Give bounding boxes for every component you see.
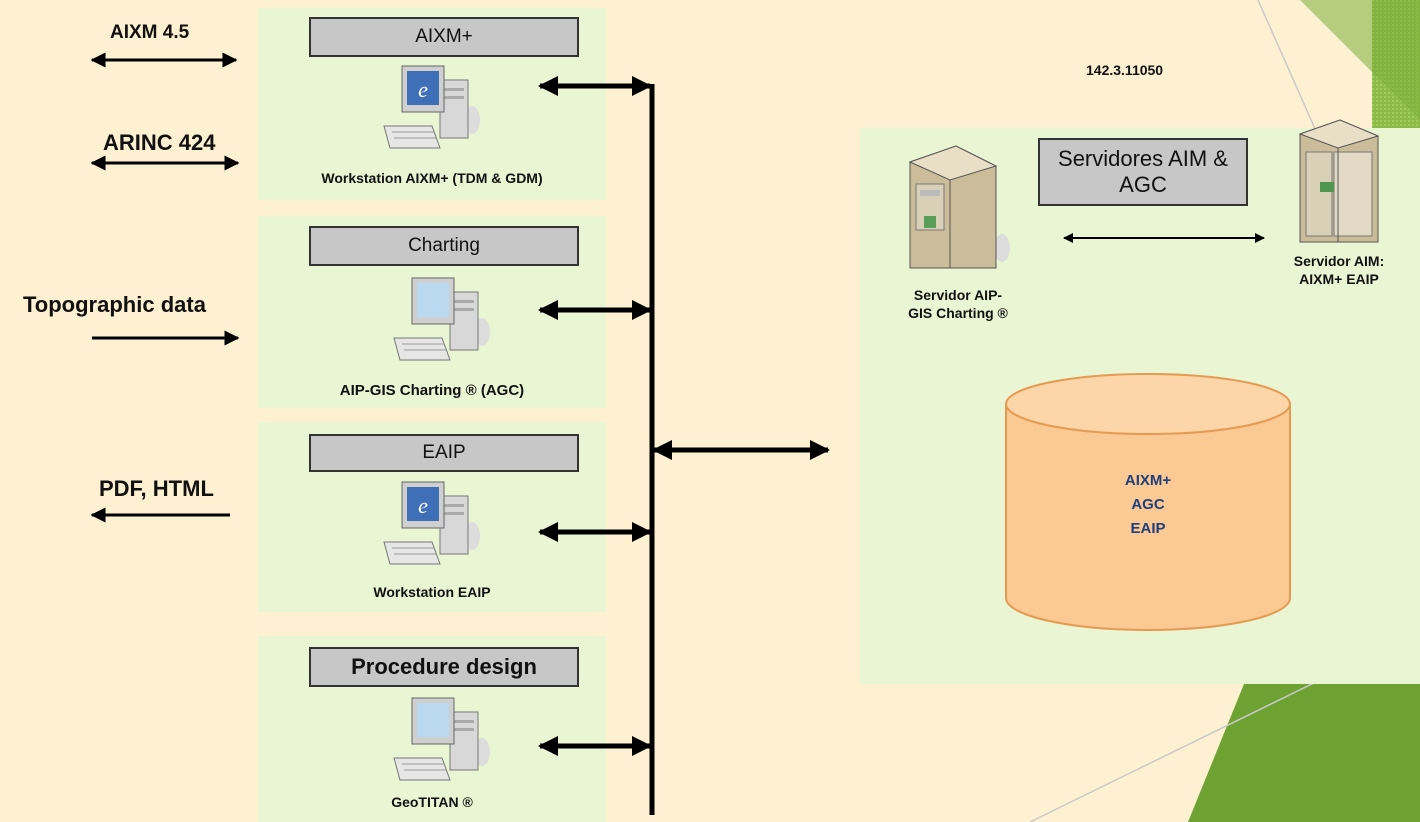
database-label-aixm: AIXM+ (1124, 472, 1172, 489)
svg-text:e: e (418, 493, 428, 518)
label-pdf-html: PDF, HTML (99, 476, 214, 501)
svg-text:e: e (418, 77, 428, 102)
caption-server-aip-gis: Servidor AIP-GIS Charting ® (908, 287, 1008, 321)
caption-aip-gis-charting: AIP-GIS Charting ® (AGC) (339, 382, 525, 399)
server-tower-icon (1298, 119, 1380, 243)
caption-workstation-aixm: Workstation AIXM+ (TDM & GDM) (321, 170, 543, 186)
header-aixm: AIXM+ (309, 17, 579, 57)
caption-workstation-eaip: Workstation EAIP (373, 584, 491, 600)
workstation-computer-icon (393, 697, 490, 781)
header-charting: Charting (309, 226, 579, 266)
workstation-computer-icon (393, 277, 490, 361)
ip-address: 142.3.11050 (1086, 62, 1164, 78)
server-tower-icon (908, 145, 1010, 269)
workstation-computer-icon: e (383, 65, 480, 149)
caption-server-aim: Servidor AIM: AIXM+ EAIP (1293, 253, 1385, 287)
label-topographic-data: Topographic data (23, 292, 206, 317)
label-arinc-424: ARINC 424 (103, 130, 216, 155)
servers-title-box: Servidores AIM & AGC (1038, 138, 1248, 206)
database-label-agc: AGC (1131, 496, 1165, 513)
database-label-eaip: EAIP (1130, 520, 1166, 537)
label-aixm-4-5: AIXM 4.5 (110, 22, 190, 43)
header-procedure-design: Procedure design (309, 647, 579, 687)
caption-geotitan: GeoTITAN ® (391, 794, 473, 810)
database-cylinder-icon (1005, 373, 1291, 631)
workstation-computer-icon: e (383, 481, 480, 565)
header-eaip: EAIP (309, 434, 579, 472)
